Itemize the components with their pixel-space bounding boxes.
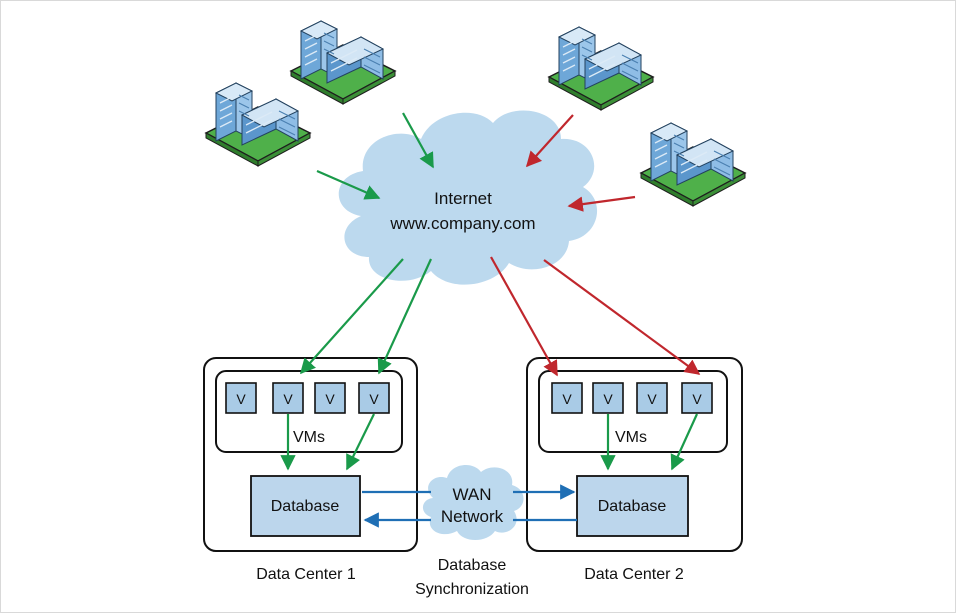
vm-label: V [562, 391, 572, 407]
office-building-icon [548, 26, 654, 111]
arrow-vm-to-database [670, 413, 699, 471]
data-center-label: Data Center 1 [256, 566, 356, 583]
vm-box: V [314, 382, 346, 414]
vms-label: VMs [615, 429, 647, 446]
arrow-building-to-internet [402, 112, 434, 169]
arrow-building-to-internet [567, 195, 636, 212]
office-building-icon [205, 82, 311, 167]
cloud-url: www.company.com [389, 214, 535, 233]
vm-box: V [636, 382, 668, 414]
arrow-internet-to-vm [543, 259, 701, 375]
vm-label: V [369, 391, 379, 407]
data-center-2: V V V V VMs Database Data Center 2 [526, 357, 743, 583]
vm-box: V [272, 382, 304, 414]
vm-label: V [647, 391, 657, 407]
sync-caption-line1: Database [438, 557, 507, 574]
cloud-title: Internet [434, 189, 492, 208]
sync-caption-line2: Synchronization [415, 581, 529, 598]
vm-label: V [692, 391, 702, 407]
wan-subtitle: Network [441, 507, 504, 526]
vm-box: V [681, 382, 713, 414]
office-building-icon [640, 122, 746, 207]
arrow-internet-to-vm [377, 258, 433, 375]
data-center-label: Data Center 2 [584, 566, 684, 583]
arrow-vm-to-database [346, 413, 375, 471]
vm-box: V [592, 382, 624, 414]
vm-box: V [551, 382, 583, 414]
office-building-icon [290, 20, 396, 105]
vm-box: V [225, 382, 257, 414]
arrow-building-to-internet [525, 114, 574, 168]
database-box [250, 475, 361, 537]
vm-label: V [325, 391, 335, 407]
arrow-building-to-internet [316, 169, 381, 200]
arrow-internet-to-vm [299, 258, 404, 375]
data-center-1: V V V V VMs Database Data Center 1 [203, 357, 418, 583]
wan-network-cloud: WAN Network [422, 465, 524, 540]
vms-label: VMs [293, 429, 325, 446]
vm-box: V [358, 382, 390, 414]
arrow-internet-to-vm [490, 256, 558, 377]
database-box [576, 475, 689, 537]
vm-label: V [283, 391, 293, 407]
vm-label: V [236, 391, 246, 407]
vm-label: V [603, 391, 613, 407]
wan-title: WAN [452, 485, 491, 504]
database-label: Database [271, 498, 340, 515]
database-label: Database [598, 498, 667, 515]
